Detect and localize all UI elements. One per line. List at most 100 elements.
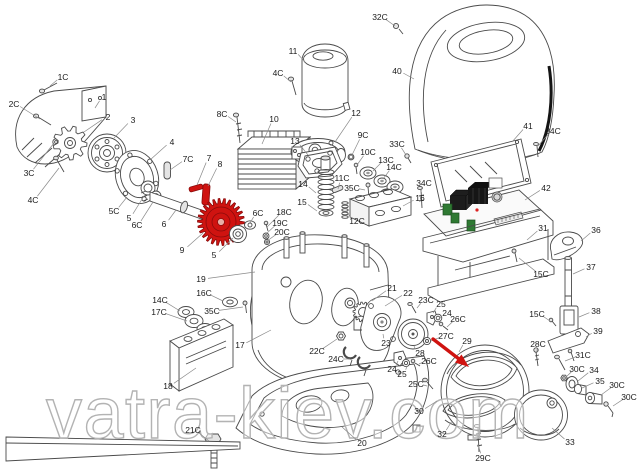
pin-7c (163, 161, 171, 180)
part-label-35C: 35C (344, 183, 360, 193)
part-label-18C: 18C (276, 207, 292, 217)
nut-22c (335, 331, 347, 341)
part-label-2: 2 (106, 112, 111, 122)
leader-line-12C (346, 212, 352, 219)
leader-line-11C (337, 182, 340, 190)
part-label-25: 25 (397, 369, 407, 379)
leader-line-24 (395, 360, 399, 366)
part-label-27C: 27C (438, 331, 454, 341)
leader-line-34C (537, 134, 549, 147)
leader-line-4 (149, 144, 167, 161)
spring-12c (341, 201, 349, 219)
leader-line-17C (165, 313, 188, 322)
leader-line-5C (118, 196, 128, 208)
leader-line-31C (564, 356, 577, 362)
mounting-plate-18 (169, 318, 234, 392)
leader-line-29C (477, 443, 481, 454)
part-label-29C: 29C (475, 453, 491, 463)
leader-line-20C (266, 234, 277, 242)
leader-line-2C (19, 106, 41, 120)
motor-cover-11 (301, 43, 351, 118)
part-label-28: 28 (415, 348, 425, 358)
leader-line-17 (246, 329, 272, 344)
part-label-21: 21 (387, 283, 397, 293)
screw-8c (232, 112, 243, 144)
leader-line-16 (402, 199, 414, 207)
part-label-31C: 31C (575, 350, 591, 360)
leader-line-1 (94, 100, 100, 109)
part-label-30C: 30C (569, 364, 585, 374)
leader-line-16C (210, 294, 224, 302)
screw-26c-upper (438, 321, 449, 331)
leader-line-25 (405, 365, 408, 370)
part-label-33: 33 (565, 437, 575, 447)
part-label-39: 39 (593, 326, 603, 336)
watermark-text: vatra-kiev.com (46, 374, 530, 454)
leader-line-15C (542, 316, 551, 322)
leader-line-14 (308, 186, 317, 194)
leader-line-19C (265, 225, 275, 235)
leader-line-8C (227, 116, 237, 123)
bearing-21 (344, 297, 356, 309)
part-label-24: 24 (387, 364, 397, 374)
leader-line-38 (578, 312, 590, 318)
leader-line-30C (600, 387, 612, 396)
leader-line-18 (173, 367, 197, 384)
leader-line-20 (341, 426, 357, 441)
grommet-9c (347, 153, 355, 161)
part-label-14: 14 (298, 179, 308, 189)
part-label-31: 31 (538, 223, 548, 233)
screw-34c-right (533, 141, 539, 158)
leader-line-14C (165, 302, 181, 312)
leader-line-40 (403, 72, 415, 80)
part-label-16: 16 (415, 193, 425, 203)
leader-line-33C (401, 147, 407, 156)
leader-line-3C (33, 142, 55, 170)
red-highlight-arrow (431, 337, 469, 367)
bushing-25-upper (433, 313, 443, 323)
part-label-6C: 6C (253, 208, 264, 218)
leader-line-39 (585, 332, 592, 338)
hood-cover-40 (408, 4, 555, 163)
part-label-30: 30 (414, 406, 424, 416)
leader-line-33 (551, 427, 565, 440)
part-label-34C: 34C (416, 178, 432, 188)
board-frame-31 (422, 208, 555, 303)
ring-6c-right (244, 220, 256, 230)
screw-23c (407, 301, 417, 314)
hood-trim-stripe (537, 65, 553, 152)
leader-line-5 (132, 195, 145, 215)
leader-line-23 (382, 333, 385, 339)
part-label-13C: 13C (378, 155, 394, 165)
screw-33c (404, 153, 412, 164)
part-label-3: 3 (131, 115, 136, 125)
part-label-12: 12 (351, 108, 361, 118)
gasket-29 (446, 351, 522, 375)
part-label-34C: 34C (545, 126, 561, 136)
leader-line-34 (577, 372, 589, 382)
leader-line-8 (207, 168, 217, 187)
screw-30c-small (603, 401, 614, 418)
screw-15c-small (548, 317, 557, 327)
part-label-24: 24 (442, 308, 452, 318)
red-key-8 (201, 183, 211, 206)
part-label-1: 1 (102, 92, 107, 102)
part-label-6C: 6C (132, 220, 143, 230)
leader-line-35 (581, 382, 594, 389)
leader-line-25C (422, 384, 428, 387)
part-label-22C: 22C (309, 346, 325, 356)
part-label-30C: 30C (621, 392, 637, 402)
part-label-5C: 5C (109, 206, 120, 216)
terminal-block (450, 212, 460, 224)
leader-line-1C (49, 79, 58, 87)
leader-line-41 (511, 129, 524, 143)
screw-4c-top (287, 76, 297, 96)
leader-line-25 (432, 307, 437, 314)
leader-line-29 (458, 344, 464, 353)
leader-line-3 (113, 123, 129, 139)
part-label-15C: 15C (533, 269, 549, 279)
leader-line-21C (198, 432, 210, 442)
leader-line-10 (261, 123, 272, 145)
